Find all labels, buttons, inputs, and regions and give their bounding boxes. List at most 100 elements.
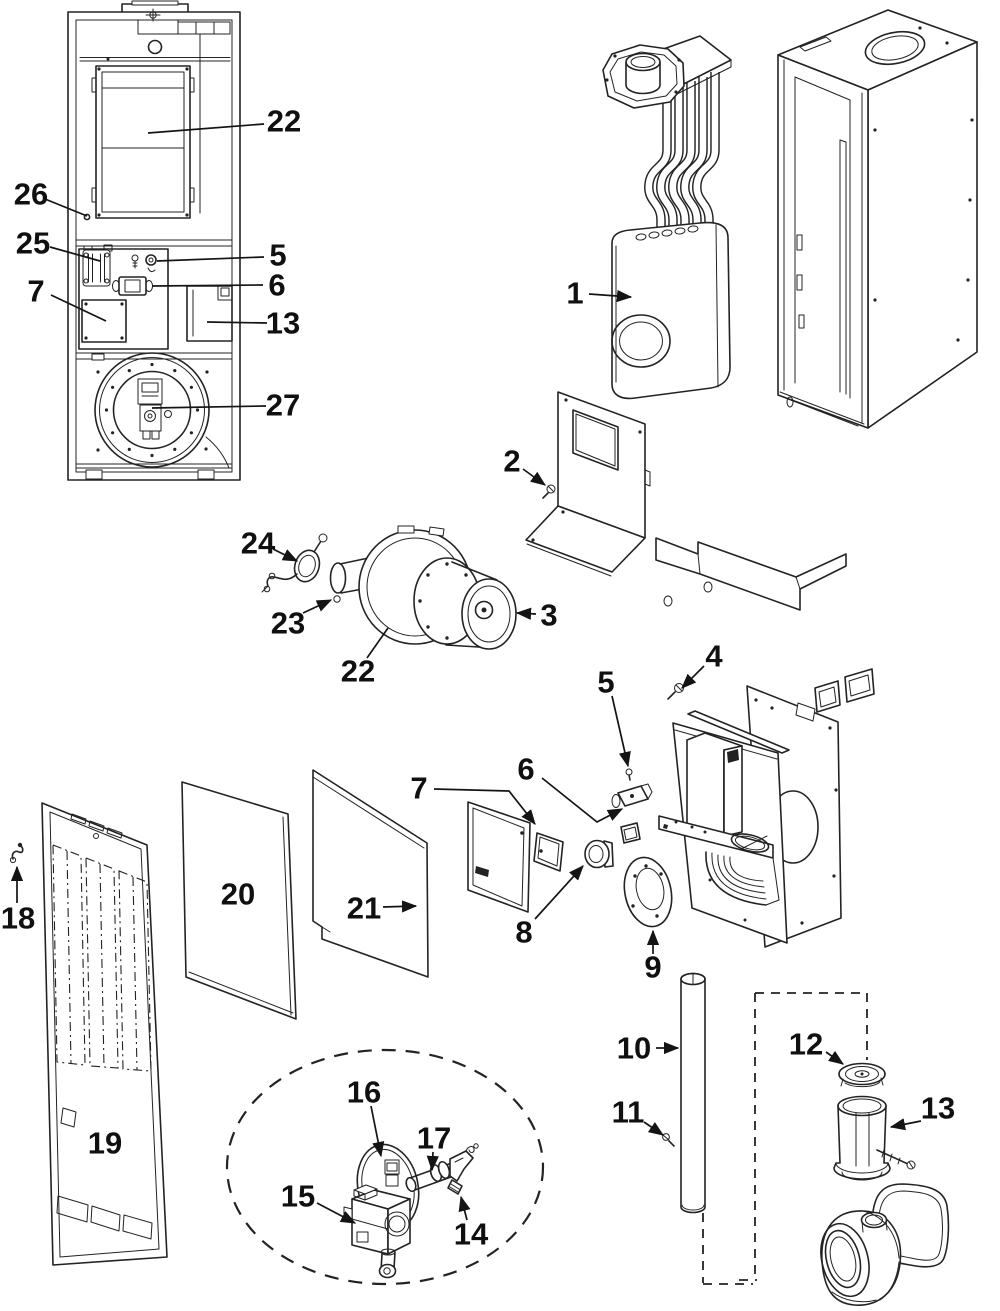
shell-front-opening xyxy=(777,54,869,429)
callout-2: 2 xyxy=(503,444,520,479)
leader-16 xyxy=(370,1105,385,1158)
control-deck xyxy=(78,244,169,350)
screw-2-target xyxy=(542,484,556,499)
leader-17 xyxy=(426,1151,439,1172)
callout-9: 9 xyxy=(644,950,661,985)
duct-curve xyxy=(705,851,780,906)
callout-22-top: 22 xyxy=(267,104,301,139)
cap-disc-12-target xyxy=(838,1062,886,1088)
inducer-housing xyxy=(820,1210,902,1306)
callout-21: 21 xyxy=(347,891,381,926)
gas-valve-15-target xyxy=(343,1184,411,1279)
cell-port xyxy=(611,314,671,368)
deck-cluster xyxy=(611,668,875,948)
callout-22-mid: 22 xyxy=(341,654,375,689)
callout-6-front: 6 xyxy=(268,268,285,303)
heat-exchanger-door xyxy=(91,65,195,219)
leader-5-mid xyxy=(611,695,631,768)
clamp-24 xyxy=(261,533,328,593)
bottom-right-group xyxy=(662,972,950,1306)
leader-7-front xyxy=(50,294,107,322)
screw-11-target xyxy=(662,1133,675,1147)
burner-cell-panel xyxy=(611,221,731,400)
leader-22-top xyxy=(147,123,265,134)
leader-15 xyxy=(316,1202,357,1224)
callout-4: 4 xyxy=(705,639,723,674)
callout-20: 20 xyxy=(221,877,255,912)
callout-24: 24 xyxy=(241,526,276,561)
furnace-front-view xyxy=(67,0,241,481)
screw-23-target xyxy=(333,595,341,603)
callout-13-bottom: 13 xyxy=(921,1091,955,1126)
blower-housing-22 xyxy=(358,525,481,645)
vent-hole xyxy=(147,39,163,55)
leader-24 xyxy=(272,548,299,562)
screw-5-target-mid xyxy=(625,768,633,781)
callout-10: 10 xyxy=(617,1031,651,1066)
component-6-target xyxy=(112,276,153,296)
callout-19: 19 xyxy=(88,1126,122,1161)
heat-exchanger-tubes xyxy=(644,72,720,236)
callout-3: 3 xyxy=(540,598,557,633)
leader-1 xyxy=(588,289,633,303)
small-plate-7-target xyxy=(533,832,564,872)
heat-exchanger-assembly xyxy=(602,35,732,400)
screw-4-target xyxy=(667,683,684,700)
louver-strips xyxy=(52,844,152,1072)
leader-3 xyxy=(515,607,537,620)
leader-2 xyxy=(522,468,546,486)
plate-7-target xyxy=(81,299,127,343)
leader-12 xyxy=(825,1050,844,1065)
bracket-25-target xyxy=(82,249,111,287)
bolt-ring xyxy=(104,362,200,458)
leader-5-front xyxy=(156,256,265,262)
callout-5-mid: 5 xyxy=(597,665,614,700)
leader-7-mid xyxy=(433,788,536,825)
callout-16: 16 xyxy=(347,1075,381,1110)
leader-27 xyxy=(151,405,267,409)
collar-8-target xyxy=(584,839,614,869)
screw-26-target xyxy=(83,213,91,221)
leader-14 xyxy=(458,1195,471,1221)
inducer-blower-assembly xyxy=(261,525,517,650)
callout-8: 8 xyxy=(515,915,532,950)
cover-panel-7 xyxy=(467,801,531,913)
upright-channel xyxy=(686,732,743,837)
callout-25: 25 xyxy=(16,226,50,261)
leader-13-front xyxy=(206,321,268,324)
door-handle-cutout xyxy=(60,1107,77,1128)
leader-26 xyxy=(44,198,88,217)
lower-bracket-panel xyxy=(655,537,847,611)
detail-circle xyxy=(225,1048,545,1286)
callout-7-mid: 7 xyxy=(410,771,427,806)
callout-15: 15 xyxy=(281,1179,315,1214)
leader-23 xyxy=(302,599,333,614)
orifice-14-target xyxy=(447,1179,463,1195)
callout-14: 14 xyxy=(454,1217,489,1252)
leader-6-mid xyxy=(541,777,624,824)
leader-22-mid xyxy=(366,627,389,659)
leader-25 xyxy=(49,246,101,262)
callout-5-front: 5 xyxy=(269,238,286,273)
sheet-panel-21 xyxy=(312,769,429,978)
leader-21 xyxy=(382,900,418,913)
clip-18-target xyxy=(9,842,24,864)
vent-pipe-10-target xyxy=(680,972,706,1214)
callout-18: 18 xyxy=(1,901,35,936)
junction-plate xyxy=(620,822,641,844)
insulation-panel-20 xyxy=(181,781,297,1020)
flue-hole xyxy=(864,30,926,66)
small-plate-b xyxy=(844,668,875,703)
part2-panel xyxy=(525,391,651,577)
leader-11 xyxy=(643,1121,665,1136)
callout-27: 27 xyxy=(266,388,300,423)
callout-1: 1 xyxy=(566,276,583,311)
shell-right-face xyxy=(867,41,978,429)
gas-valve-27-target xyxy=(137,378,172,440)
louvered-door-19 xyxy=(41,802,168,1266)
switch-6-target xyxy=(611,783,653,808)
callout-6-mid: 6 xyxy=(517,752,534,787)
callout-23: 23 xyxy=(271,606,305,641)
